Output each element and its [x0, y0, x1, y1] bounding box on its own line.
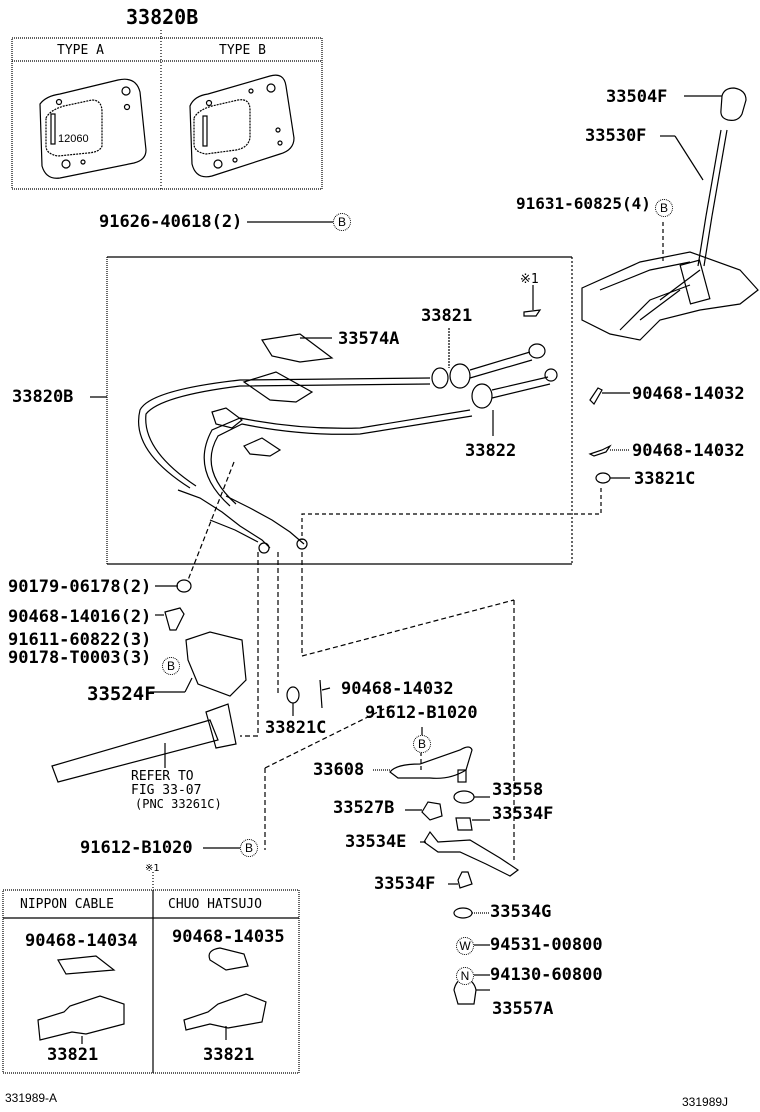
part-91611-60822[interactable]: 91611-60822(3) [8, 630, 152, 650]
part-90179-06178[interactable]: 90179-06178(2) [8, 577, 152, 597]
part-91612-B1020-upper[interactable]: 91612-B1020 [365, 703, 478, 723]
part-90468-14035[interactable]: 90468-14035 [172, 927, 285, 947]
marker-w-circle: W [456, 937, 474, 955]
part-33558[interactable]: 33558 [492, 780, 544, 800]
part-33608[interactable]: 33608 [313, 760, 365, 780]
part-94130-60800[interactable]: 94130-60800 [490, 965, 603, 985]
part-94531-00800[interactable]: 94531-00800 [490, 935, 603, 955]
dashed-leaders [187, 461, 515, 860]
middle-small-parts-drawing [286, 679, 331, 716]
part-90468-14034[interactable]: 90468-14034 [25, 931, 138, 951]
part-33557A[interactable]: 33557A [492, 999, 554, 1019]
part-33534G[interactable]: 33534G [490, 902, 552, 922]
part-33574A[interactable]: 33574A [338, 329, 400, 349]
bezel-type-b-drawing [189, 74, 295, 178]
bracket-assembly-drawing [203, 705, 520, 1005]
left-middle-parts-drawing [51, 579, 247, 783]
marker-b-circle: B [655, 199, 673, 217]
type-a-marking: 12060 [58, 133, 89, 145]
part-33534F-lower[interactable]: 33534F [374, 874, 436, 894]
part-33504F[interactable]: 33504F [606, 87, 668, 107]
marker-b-circle: B [333, 213, 351, 231]
part-33821C-upper[interactable]: 33821C [634, 469, 696, 489]
refer-note-line1: REFER TO [131, 769, 194, 784]
part-33524F[interactable]: 33524F [87, 683, 156, 705]
clips-right-drawing [301, 387, 630, 540]
marker-b-circle: B [413, 735, 431, 753]
part-91612-B1020-lower[interactable]: 91612-B1020 [80, 838, 193, 858]
part-90468-14032-middle[interactable]: 90468-14032 [632, 441, 745, 461]
bezel-type-a-drawing [39, 78, 147, 179]
refer-note-line3: (PNC 33261C) [135, 797, 222, 811]
type-a-header: TYPE A [57, 43, 104, 58]
part-90468-14032-lower[interactable]: 90468-14032 [341, 679, 454, 699]
cable-variant-table [2, 872, 300, 1074]
type-b-header: TYPE B [219, 43, 266, 58]
marker-b-circle: B [240, 839, 258, 857]
figure-code-left: 331989-A [5, 1091, 58, 1105]
part-33534F-upper[interactable]: 33534F [492, 804, 554, 824]
nippon-cable-header: NIPPON CABLE [20, 897, 114, 912]
part-33821-nippon[interactable]: 33821 [47, 1045, 99, 1065]
part-33821C-lower[interactable]: 33821C [265, 718, 327, 738]
part-33527B[interactable]: 33527B [333, 798, 395, 818]
part-90468-14016[interactable]: 90468-14016(2) [8, 607, 152, 627]
refer-note-line2: FIG 33-07 [131, 783, 202, 798]
part-91626-40618[interactable]: 91626-40618(2) [99, 212, 243, 232]
part-33820B-side[interactable]: 33820B [12, 387, 74, 407]
part-33822[interactable]: 33822 [465, 441, 517, 461]
marker-b-circle: B [162, 657, 180, 675]
figure-code-right: 331989J [682, 1095, 729, 1109]
cable-assembly-box [90, 256, 573, 565]
note-1-marker: ※1 [520, 272, 539, 287]
part-33821[interactable]: 33821 [421, 306, 473, 326]
part-90178-T0003[interactable]: 90178-T0003(3) [8, 648, 152, 668]
part-91631-60825[interactable]: 91631-60825(4) [516, 194, 651, 213]
label-33820B-top: 33820B [126, 5, 199, 29]
shift-lever-drawing [581, 87, 759, 341]
part-33821-chuo[interactable]: 33821 [203, 1045, 255, 1065]
part-90468-14032-upper[interactable]: 90468-14032 [632, 384, 745, 404]
type-table [11, 30, 323, 190]
marker-n-circle: N [456, 967, 474, 985]
shift-cables-drawing [138, 285, 558, 554]
chuo-hatsujo-header: CHUO HATSUJO [168, 897, 262, 912]
part-33534E[interactable]: 33534E [345, 832, 407, 852]
part-33530F[interactable]: 33530F [585, 126, 647, 146]
note-1-marker: ※1 [145, 863, 160, 874]
